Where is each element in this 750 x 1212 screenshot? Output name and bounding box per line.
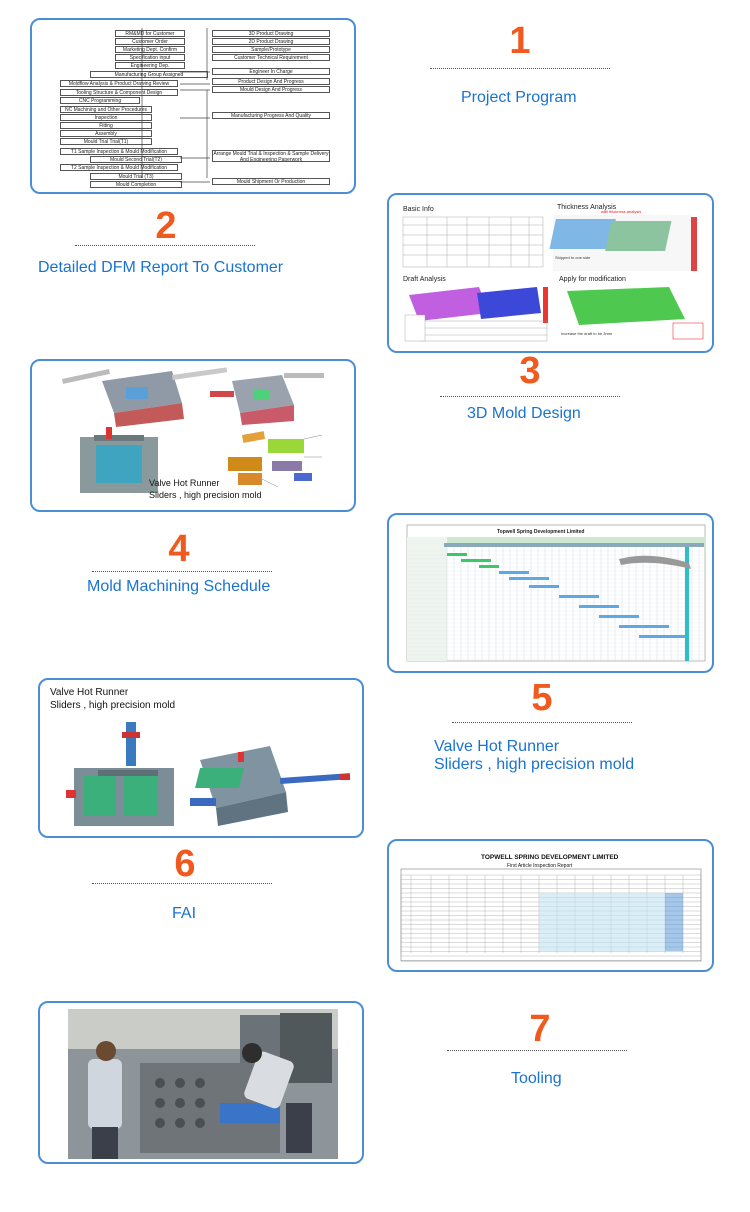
gantt-today-marker [685, 547, 689, 661]
flowchart-step: Marketing Dept. Confirm [115, 46, 185, 53]
flowchart-step: Fitting [60, 122, 152, 129]
step-1-caption: Project Program [461, 89, 577, 106]
step-6-number: 6 [174, 843, 196, 885]
step-3-divider [440, 396, 620, 397]
step-6-caption: FAI [172, 905, 197, 922]
flowchart-outcome: Mould Shipment Or Production [212, 178, 330, 185]
step-7-caption: Tooling [511, 1070, 562, 1087]
flowchart-outcome: Customer Technical Requirement [212, 54, 330, 61]
valve-hot-runner-image [66, 722, 351, 826]
dfm-draft-label: Draft Analysis [403, 276, 446, 283]
gantt-bar [579, 605, 619, 608]
step-1-divider [430, 68, 610, 69]
flowchart-outcome: Manufacturing Progress And Quality [212, 112, 330, 119]
step-2-number: 2 [155, 205, 177, 247]
mold-design-image [62, 367, 324, 493]
step-7-number: 7 [529, 1008, 551, 1050]
gantt-bar [599, 615, 639, 618]
gantt-bar [509, 577, 549, 580]
gantt-bar [479, 565, 499, 568]
dfm-report-image: Basic Info Thickness Analysis Draft Anal… [389, 195, 712, 351]
flowchart-step: Mould Trial Trial(T1) [60, 138, 152, 145]
schedule-gantt-image: Topwell Spring Development Limited [406, 524, 706, 662]
flowchart-step: Mould Completion [90, 181, 182, 188]
fai-result-column [665, 893, 683, 951]
gantt-bar [447, 553, 467, 556]
flowchart-step: Moldflow Analysis & Product Drawing Revi… [60, 80, 178, 87]
tooling-workshop-photo [68, 1009, 338, 1159]
svg-text:wall thickness analysis: wall thickness analysis [601, 209, 641, 214]
gantt-bar [461, 559, 491, 562]
flowchart-outcome: 3D Product Drawing [212, 30, 330, 37]
mold-design-caption: Valve Hot Runner Sliders , high precisio… [149, 478, 262, 500]
flowchart-step: Mould Second Trial(T2) [90, 156, 182, 163]
step-4-divider [92, 571, 272, 572]
fai-highlight [539, 893, 665, 951]
step-2-divider [75, 245, 255, 246]
part-thumbnail [619, 555, 691, 569]
flowchart-step: T2 Sample Inspection & Mould Modificatio… [60, 164, 178, 171]
flowchart-step: RM&MD for Customer [115, 30, 185, 37]
flowchart-outcome: 2D Product Drawing [212, 38, 330, 45]
step-5-divider [452, 722, 632, 723]
gantt-bar [499, 571, 529, 574]
step-1-number: 1 [509, 20, 531, 62]
flowchart-step: NC Machining and Other Procedures [60, 106, 152, 113]
flowchart-step: T1 Sample Inspection & Mould Modificatio… [60, 148, 178, 155]
flowchart-step: Assembly [60, 130, 152, 137]
machining-schedule-card: Topwell Spring Development Limited [387, 513, 714, 673]
gantt-bar [559, 595, 599, 598]
mold-design-card: Valve Hot Runner Sliders , high precisio… [30, 359, 356, 512]
flowchart-outcome: Arrange Mould Trial & Inspection & Sampl… [212, 150, 330, 162]
gantt-bar [529, 585, 559, 588]
step-6-divider [92, 883, 272, 884]
flowchart-outcome: Engineer In Charge [212, 68, 330, 75]
flowchart-outcome: Mould Design And Progress [212, 86, 330, 93]
flowchart-step: Customer Order [115, 38, 185, 45]
flowchart-step: Mould Trial (T3) [90, 173, 182, 180]
step-3-number: 3 [519, 350, 541, 392]
gantt-bar [619, 625, 669, 628]
dfm-report-card: Basic Info Thickness Analysis Draft Anal… [387, 193, 714, 353]
svg-text:Increase the draft to be 3mm: Increase the draft to be 3mm [561, 331, 613, 336]
flowchart-outcome: Sample/Prototype [212, 46, 330, 53]
dfm-apply-label: Apply for modification [559, 276, 626, 283]
fai-report-title: First Article Inspection Report [507, 863, 573, 869]
flowchart-step: CNC Programming [60, 97, 140, 104]
flowchart-step: Manufacturing Group Assigned [90, 71, 208, 78]
tooling-photo-card [38, 1001, 364, 1164]
flowchart-connectors [141, 28, 210, 183]
dfm-thickness-label: Thickness Analysis [557, 204, 617, 211]
dfm-basic-info-label: Basic Info [403, 206, 434, 213]
valve-caption: Valve Hot Runner Sliders , high precisio… [50, 687, 176, 711]
gantt-bar [639, 635, 689, 638]
step-4-caption: Mold Machining Schedule [87, 578, 271, 595]
step-5-caption: Valve Hot Runner Sliders , high precisio… [434, 738, 635, 773]
flowchart-step: Engineering Dep. [115, 62, 185, 69]
step-2-caption: Detailed DFM Report To Customer [38, 259, 284, 276]
step-7-divider [447, 1050, 627, 1051]
schedule-title: Topwell Spring Development Limited [497, 529, 584, 535]
step-5-number: 5 [531, 677, 553, 719]
svg-text:Shipped to one side: Shipped to one side [555, 255, 591, 260]
step-3-caption: 3D Mold Design [467, 405, 581, 422]
flowchart-step: Tooling Structure & Component Design [60, 89, 178, 96]
fai-report-image: TOPWELL SPRING DEVELOPMENT LIMITED First… [400, 854, 702, 962]
flowchart-step: Inspection [60, 114, 152, 121]
flowchart-step: Specification input [115, 54, 185, 61]
flowchart-outcome: Product Design And Progress [212, 78, 330, 85]
fai-report-card: TOPWELL SPRING DEVELOPMENT LIMITED First… [387, 839, 714, 972]
fai-company: TOPWELL SPRING DEVELOPMENT LIMITED [481, 854, 619, 861]
valve-hot-runner-card: Valve Hot Runner Sliders , high precisio… [38, 678, 364, 838]
step-4-number: 4 [168, 528, 190, 570]
